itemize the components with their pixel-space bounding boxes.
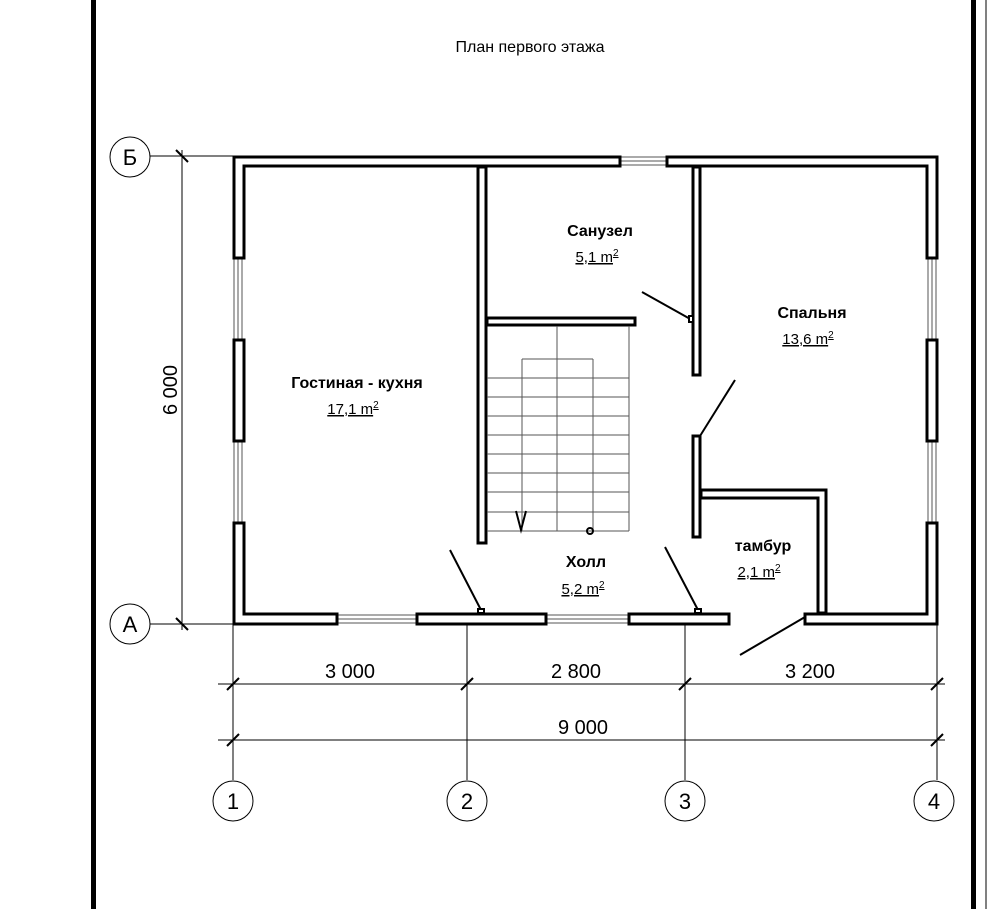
room-bedroom: Спальня 13,6 m2 (777, 305, 846, 348)
svg-text:5,1 m2: 5,1 m2 (575, 248, 619, 266)
room-living-kitchen: Гостиная - кухня 17,1 m2 (291, 375, 423, 418)
doors[interactable] (449, 291, 806, 656)
area-superscript: 2 (613, 248, 619, 259)
windows (233, 156, 937, 624)
area-superscript: 2 (828, 330, 834, 341)
plan-title: План первого этажа (456, 39, 605, 56)
room-area: 17,1 m (327, 401, 373, 418)
dimension-segment-1: 3 000 (325, 661, 375, 683)
svg-text:5,2 m2: 5,2 m2 (561, 580, 605, 598)
dimension-total: 9 000 (558, 717, 608, 739)
room-name: Спальня (777, 305, 846, 322)
room-name: Холл (566, 554, 606, 571)
height-dimension: 6 000 (150, 149, 233, 631)
dimension-segment-3: 3 200 (785, 661, 835, 683)
room-bathroom: Санузел 5,1 m2 (567, 223, 633, 266)
room-area: 5,2 m (561, 581, 599, 598)
svg-text:17,1 m2: 17,1 m2 (327, 400, 379, 418)
room-name: тамбур (735, 538, 792, 555)
stair-arrow-icon (515, 510, 527, 534)
frame-right (971, 0, 976, 909)
width-dimensions: 3 000 2 800 3 200 9 000 (218, 624, 945, 780)
room-vestibule: тамбур 2,1 m2 (735, 538, 792, 581)
axis-a: А (123, 612, 138, 637)
room-name: Гостиная - кухня (291, 375, 423, 392)
room-area: 2,1 m (737, 564, 775, 581)
axis-b: Б (123, 145, 137, 170)
height-label: 6 000 (160, 365, 182, 415)
axis-2: 2 (461, 789, 473, 814)
room-area: 5,1 m (575, 249, 613, 266)
room-area: 13,6 m (782, 331, 828, 348)
dimension-segment-2: 2 800 (551, 661, 601, 683)
stair-start-icon (586, 527, 594, 535)
svg-text:13,6 m2: 13,6 m2 (782, 330, 834, 348)
axis-3: 3 (679, 789, 691, 814)
room-hall: Холл 5,2 m2 (561, 554, 606, 598)
axis-4: 4 (928, 789, 940, 814)
frame-left (91, 0, 96, 909)
staircase (487, 326, 630, 532)
axis-1: 1 (227, 789, 239, 814)
area-superscript: 2 (775, 563, 781, 574)
room-name: Санузел (567, 223, 633, 240)
svg-text:2,1 m2: 2,1 m2 (737, 563, 781, 581)
area-superscript: 2 (373, 400, 379, 411)
area-superscript: 2 (599, 580, 605, 591)
axis-markers: Б А 1 2 3 4 (109, 136, 955, 822)
